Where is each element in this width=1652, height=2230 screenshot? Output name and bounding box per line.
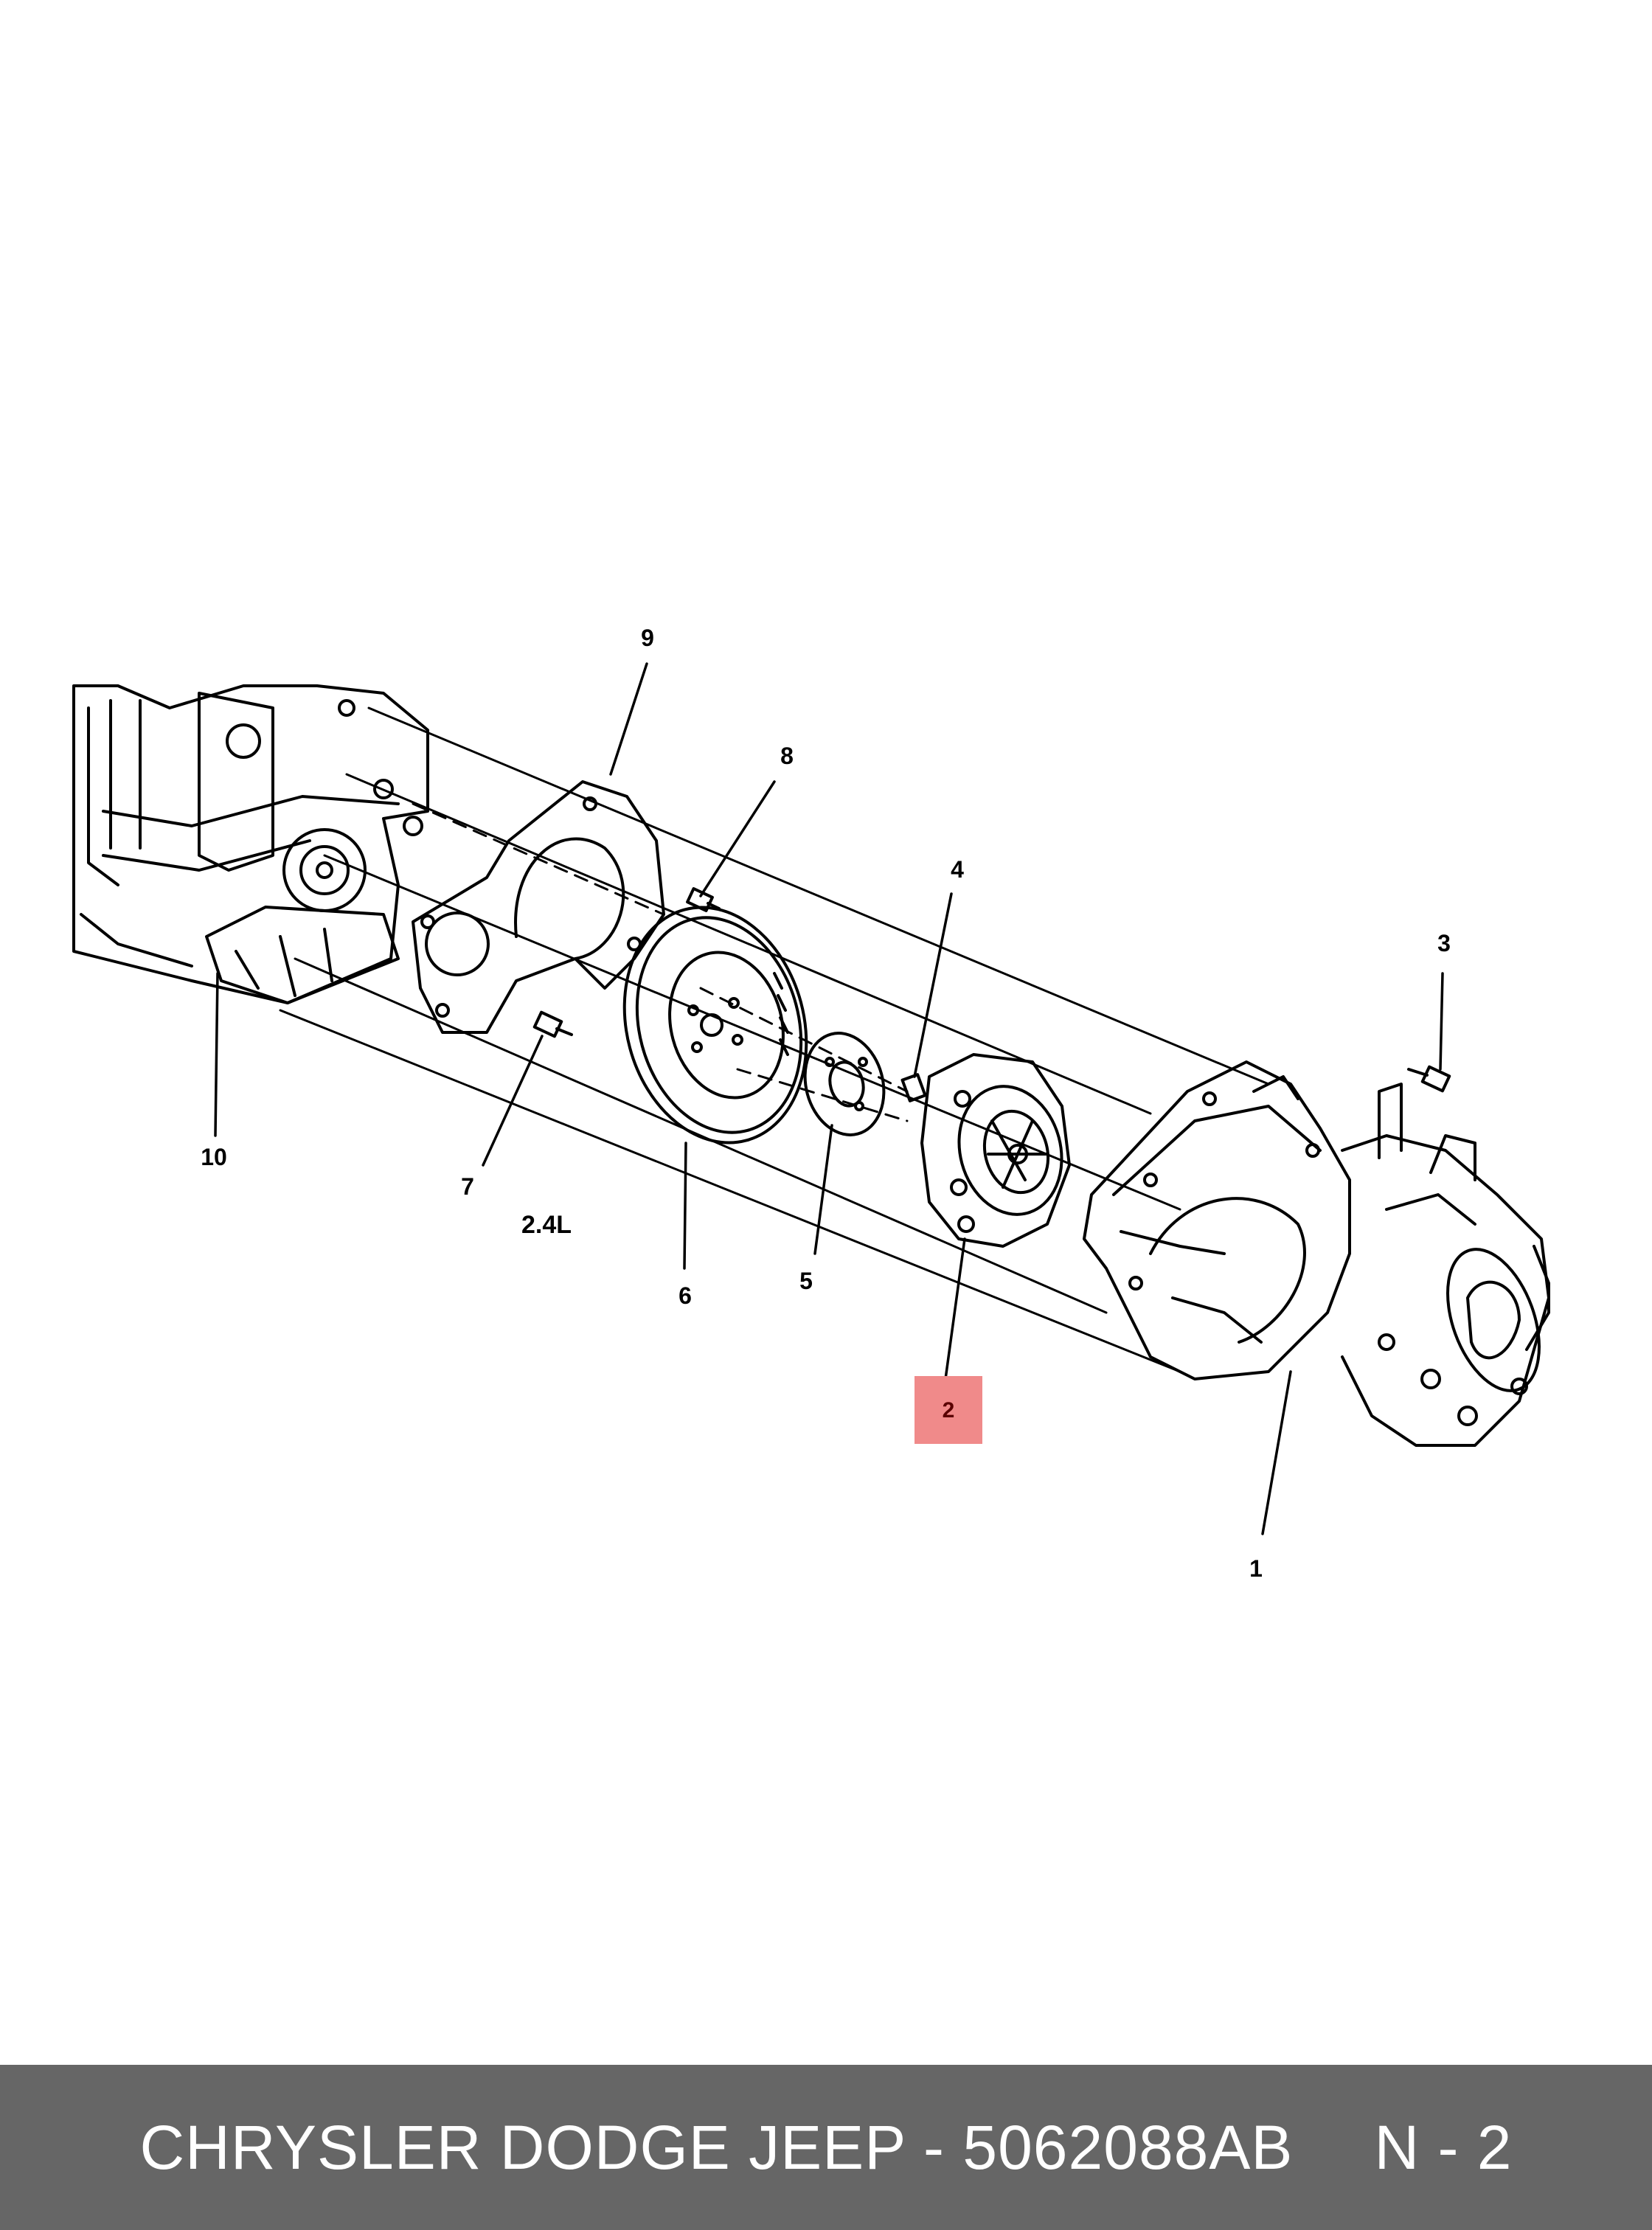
callout-9: 9 (641, 625, 654, 651)
callout-2: 2 (943, 1398, 955, 1423)
bolt-4 (900, 1073, 927, 1102)
footer-part-number: CHRYSLER DODGE JEEP - 5062088AB (139, 2112, 1294, 2182)
callout-1: 1 (1249, 1555, 1263, 1582)
callout-4: 4 (951, 856, 964, 883)
clutch-pressure-plate (920, 1053, 1071, 1248)
transmission (1083, 1060, 1550, 1447)
callout-7: 7 (461, 1173, 474, 1200)
engine-size-label: 2.4L (521, 1211, 572, 1239)
callout-6: 6 (678, 1282, 692, 1309)
highlight-box (914, 1376, 982, 1444)
flywheel (622, 906, 808, 1144)
bolt-7 (532, 1010, 573, 1038)
callout-10: 10 (201, 1144, 227, 1170)
callout-3: 3 (1437, 930, 1451, 956)
footer-reference: N - 2 (1374, 2112, 1513, 2182)
engine-block (72, 684, 429, 1004)
callout-8: 8 (780, 743, 794, 769)
spacer-plate (803, 1032, 886, 1136)
exploded-parts-diagram: 1 2 3 4 5 6 7 8 9 10 2.4L (72, 625, 1550, 1582)
leader-lines (214, 662, 1444, 1535)
bolt-3 (1407, 1065, 1451, 1093)
callout-5: 5 (799, 1268, 813, 1294)
footer-bar: CHRYSLER DODGE JEEP - 5062088AB N - 2 (0, 2065, 1652, 2230)
